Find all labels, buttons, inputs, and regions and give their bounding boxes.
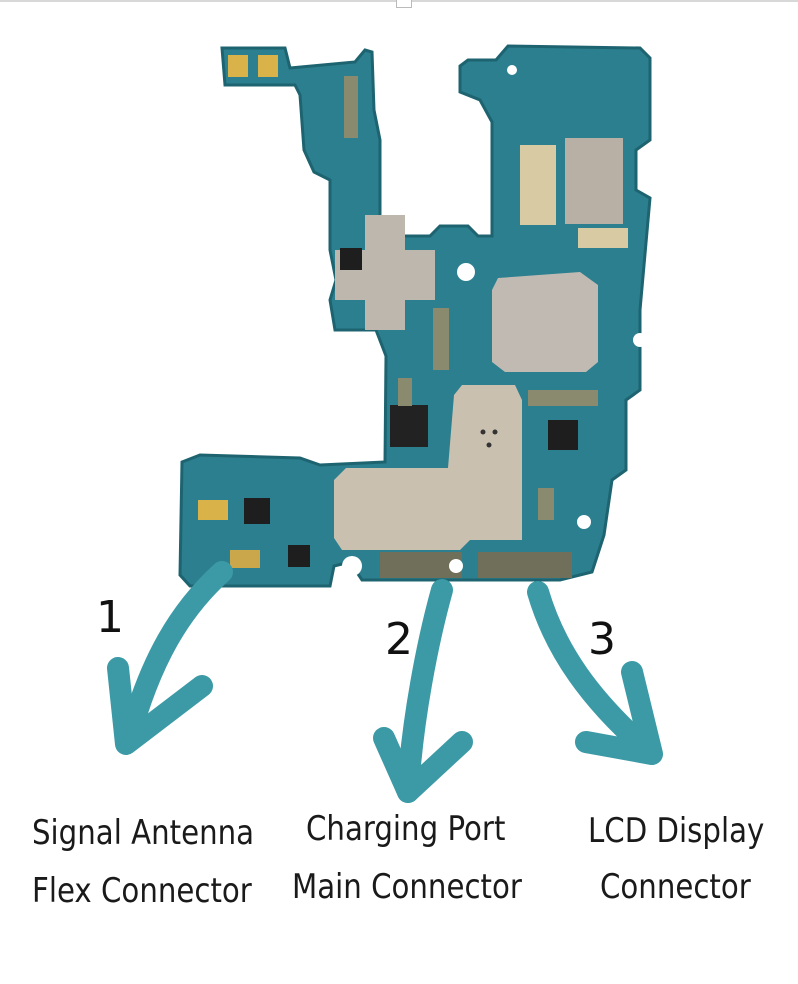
lcd-display-connector — [478, 552, 572, 578]
processor-shield — [492, 272, 598, 372]
mount-hole — [342, 556, 362, 576]
chip — [390, 405, 428, 447]
label-3-line2: Connector — [600, 867, 751, 907]
chip — [288, 545, 310, 567]
mount-hole — [633, 333, 647, 347]
arrowhead-3 — [575, 661, 663, 765]
callout-arrows — [107, 561, 663, 803]
label-3-line1: LCD Display — [588, 811, 765, 851]
chip — [244, 498, 270, 524]
label-1-line2: Flex Connector — [32, 871, 252, 911]
mount-hole — [449, 559, 463, 573]
connector — [198, 500, 228, 520]
connector — [398, 378, 412, 406]
chip — [340, 248, 362, 270]
label-2-line1: Charging Port — [306, 809, 506, 849]
resize-handle — [396, 0, 412, 8]
arrowhead-2 — [373, 727, 473, 803]
mount-hole — [577, 515, 591, 529]
rf-shield-3 — [578, 228, 628, 248]
rf-shield — [520, 145, 556, 225]
connector — [344, 76, 358, 138]
mount-hole — [457, 263, 475, 281]
label-2-line2: Main Connector — [292, 867, 522, 907]
charging-port-connector — [380, 552, 462, 578]
label-1-line1: Signal Antenna — [32, 813, 255, 853]
arrow-1 — [117, 561, 233, 753]
arrow-2 — [397, 579, 453, 803]
chip — [548, 420, 578, 450]
mount-hole — [507, 65, 517, 75]
main-shield — [334, 385, 522, 550]
gold-pad — [228, 55, 248, 77]
cross-shield — [335, 215, 435, 330]
shield-hole — [492, 429, 498, 435]
gold-pad — [258, 55, 278, 77]
arrowhead-1 — [107, 657, 213, 755]
pcb-edge-shade — [178, 44, 652, 588]
shield-hole — [486, 442, 492, 448]
connector — [433, 308, 449, 370]
rf-shield-2 — [565, 138, 623, 224]
callout-number-1: 1 — [96, 592, 124, 643]
callout-number-3: 3 — [588, 614, 616, 665]
connector — [230, 550, 260, 568]
arrow-3 — [527, 581, 661, 763]
shield-hole — [480, 429, 486, 435]
motherboard-photo — [178, 44, 652, 588]
connector — [528, 390, 598, 406]
connector — [538, 488, 554, 520]
callout-number-2: 2 — [385, 614, 413, 665]
